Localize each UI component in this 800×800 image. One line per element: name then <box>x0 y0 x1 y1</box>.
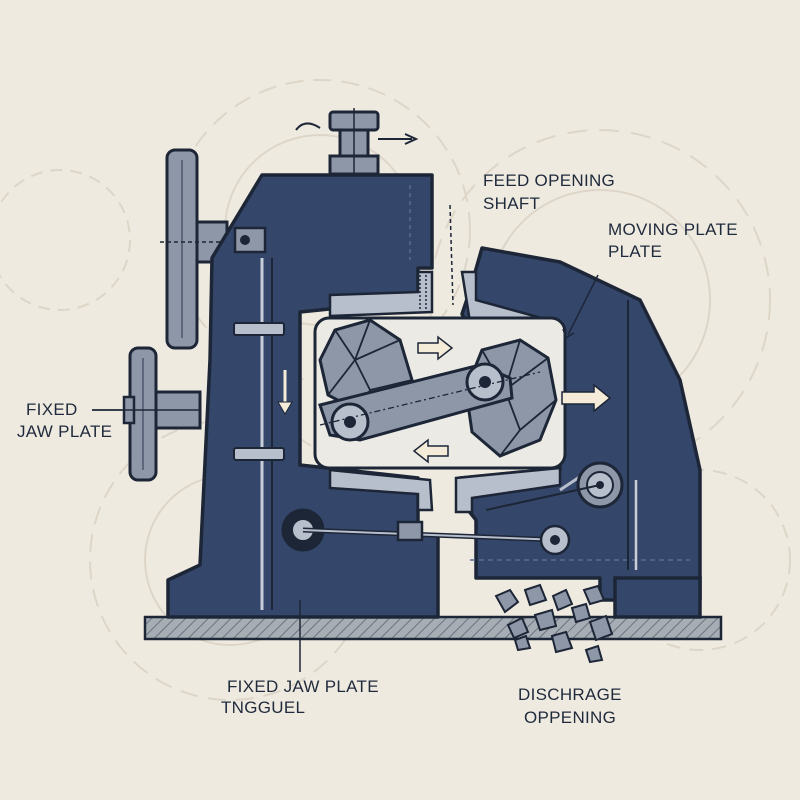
label-plate: PLATE <box>608 242 663 261</box>
flywheel-upper <box>160 148 229 350</box>
discharged-rocks <box>494 583 614 664</box>
motion-arrows <box>412 335 612 464</box>
label-fixed-jaw-plate: FIXED JAW PLATE <box>227 677 379 696</box>
label-shaft: SHAFT <box>483 194 541 213</box>
label-discharge: DISCHRAGE <box>518 685 622 704</box>
label-jaw-plate: JAW PLATE <box>17 422 113 441</box>
flywheel-lower <box>92 346 202 482</box>
label-toggle: TNGGUEL <box>221 698 306 717</box>
shaft-assembly <box>295 108 419 176</box>
label-moving-plate: MOVING PLATE <box>608 220 738 239</box>
toggle-assembly <box>281 461 624 556</box>
label-fixed: FIXED <box>26 400 78 419</box>
label-opening: OPPENING <box>524 708 617 727</box>
leader-lines <box>92 204 599 672</box>
base-plate <box>143 615 723 641</box>
pitman-link <box>318 362 541 442</box>
label-feed-opening: FEED OPENING <box>483 171 616 190</box>
